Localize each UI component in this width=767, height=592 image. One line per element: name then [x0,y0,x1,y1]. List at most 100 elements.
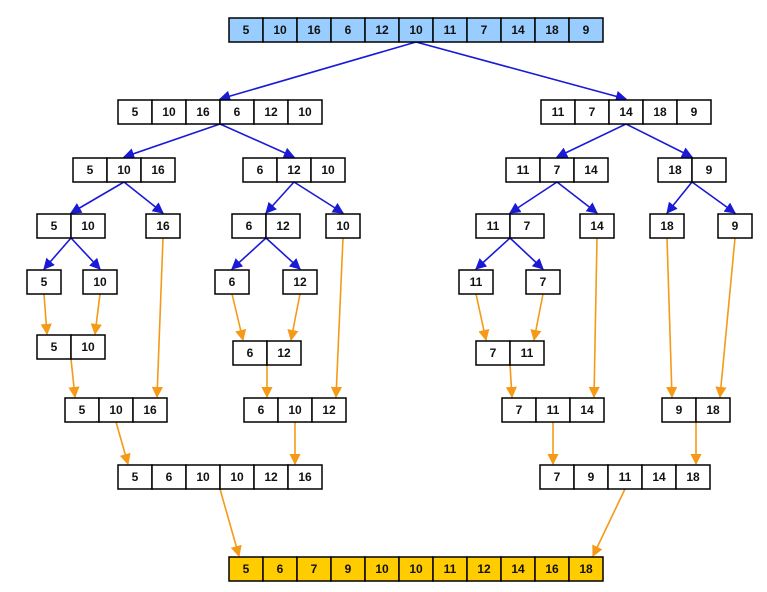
array-cell-value: 5 [132,470,139,484]
array-cell-value: 10 [336,219,350,233]
array-cell-value: 5 [132,105,139,119]
array-cell-value: 9 [732,219,739,233]
array-cell-value: 14 [652,470,666,484]
array-cell [568,556,604,582]
split-arrow [122,123,221,160]
array-cell-value: 6 [247,346,254,360]
array-cell-value: 11 [487,219,500,233]
array-cell-value: 6 [166,470,173,484]
split-arrow [231,237,267,270]
merge-arrow [715,237,736,399]
array-cell-value: 6 [257,163,264,177]
array-cell [185,99,221,125]
array-cell-value: 7 [481,23,488,37]
array-cell-value: 12 [277,346,291,360]
array-cell-value: 11 [470,275,483,289]
array-cell-value: 6 [229,275,236,289]
array-cell-value: 10 [81,219,95,233]
array-a10: 10 [82,269,118,295]
array-cell-value: 14 [619,105,633,119]
array-cell-value: 7 [490,346,497,360]
array-cell [265,213,301,239]
split-arrow [625,123,694,158]
array-cell-value: 18 [579,562,593,576]
array-cell-value: 10 [321,163,335,177]
array-cell-value: 9 [706,163,713,177]
array-a6: 6 [214,269,250,295]
array-cell [243,397,279,423]
merge-arrow [530,293,544,342]
array-cell [500,556,536,582]
array-cell [364,17,400,43]
array-cell [311,397,347,423]
array-cell-value: 12 [264,470,278,484]
array-cell-value: 16 [143,403,157,417]
merge-arrow [330,237,344,399]
array-cell-value: 5 [79,403,86,417]
array-cell [525,269,561,295]
array-cell-value: 9 [345,562,352,576]
array-cell [676,99,712,125]
array-cell-value: 12 [293,275,307,289]
array-cell-value: 18 [706,403,720,417]
array-cell [228,556,264,582]
array-cell-value: 10 [409,23,423,37]
split-arrow [218,41,417,102]
array-cell-value: 7 [554,470,561,484]
merge-arrow [287,293,301,342]
array-cell [72,157,108,183]
array-cell-value: 5 [41,275,48,289]
array-cell-value: 12 [375,23,389,37]
array-m2: 6 12 [232,340,302,366]
array-cell-value: 10 [409,562,423,576]
array-cell [82,269,118,295]
array-cell [535,397,571,423]
array-cell-value: 16 [156,219,170,233]
array-cell-value: 5 [87,163,94,177]
array-cell-value: 16 [307,23,321,37]
split-arrow [509,237,544,270]
array-cell [266,340,302,366]
split-arrow [293,181,344,214]
array-cell-value: 7 [516,403,523,417]
array-cell-value: 18 [660,219,674,233]
array-cell [432,556,468,582]
array-cell-value: 9 [676,403,683,417]
array-cell-value: 7 [540,275,547,289]
merge-arrow [90,293,102,336]
array-cell [117,464,153,490]
array-cell [70,334,106,360]
array-cell [661,397,697,423]
array-cell-value: 10 [298,105,312,119]
array-cell [649,213,685,239]
array-cell-value: 14 [511,23,525,37]
array-cell [466,17,502,43]
array-cell-value: 14 [511,562,525,576]
array-cell-value: 7 [554,163,561,177]
array-cell-value: 12 [287,163,301,177]
array-cell [132,397,168,423]
split-arrow [70,181,125,214]
array-cell-value: 12 [322,403,336,417]
array-cell-value: 18 [686,470,700,484]
array-m7: 9 18 [661,397,731,423]
array-cell [691,157,727,183]
split-arrow [123,181,164,214]
array-cell [534,556,570,582]
array-cell [262,17,298,43]
array-LRR: 10 [325,213,361,239]
array-cell-value: 16 [298,470,312,484]
array-cell-value: 9 [691,105,698,119]
array-LR: 6 12 10 [242,157,346,183]
array-a7: 7 [525,269,561,295]
array-cell [509,213,545,239]
